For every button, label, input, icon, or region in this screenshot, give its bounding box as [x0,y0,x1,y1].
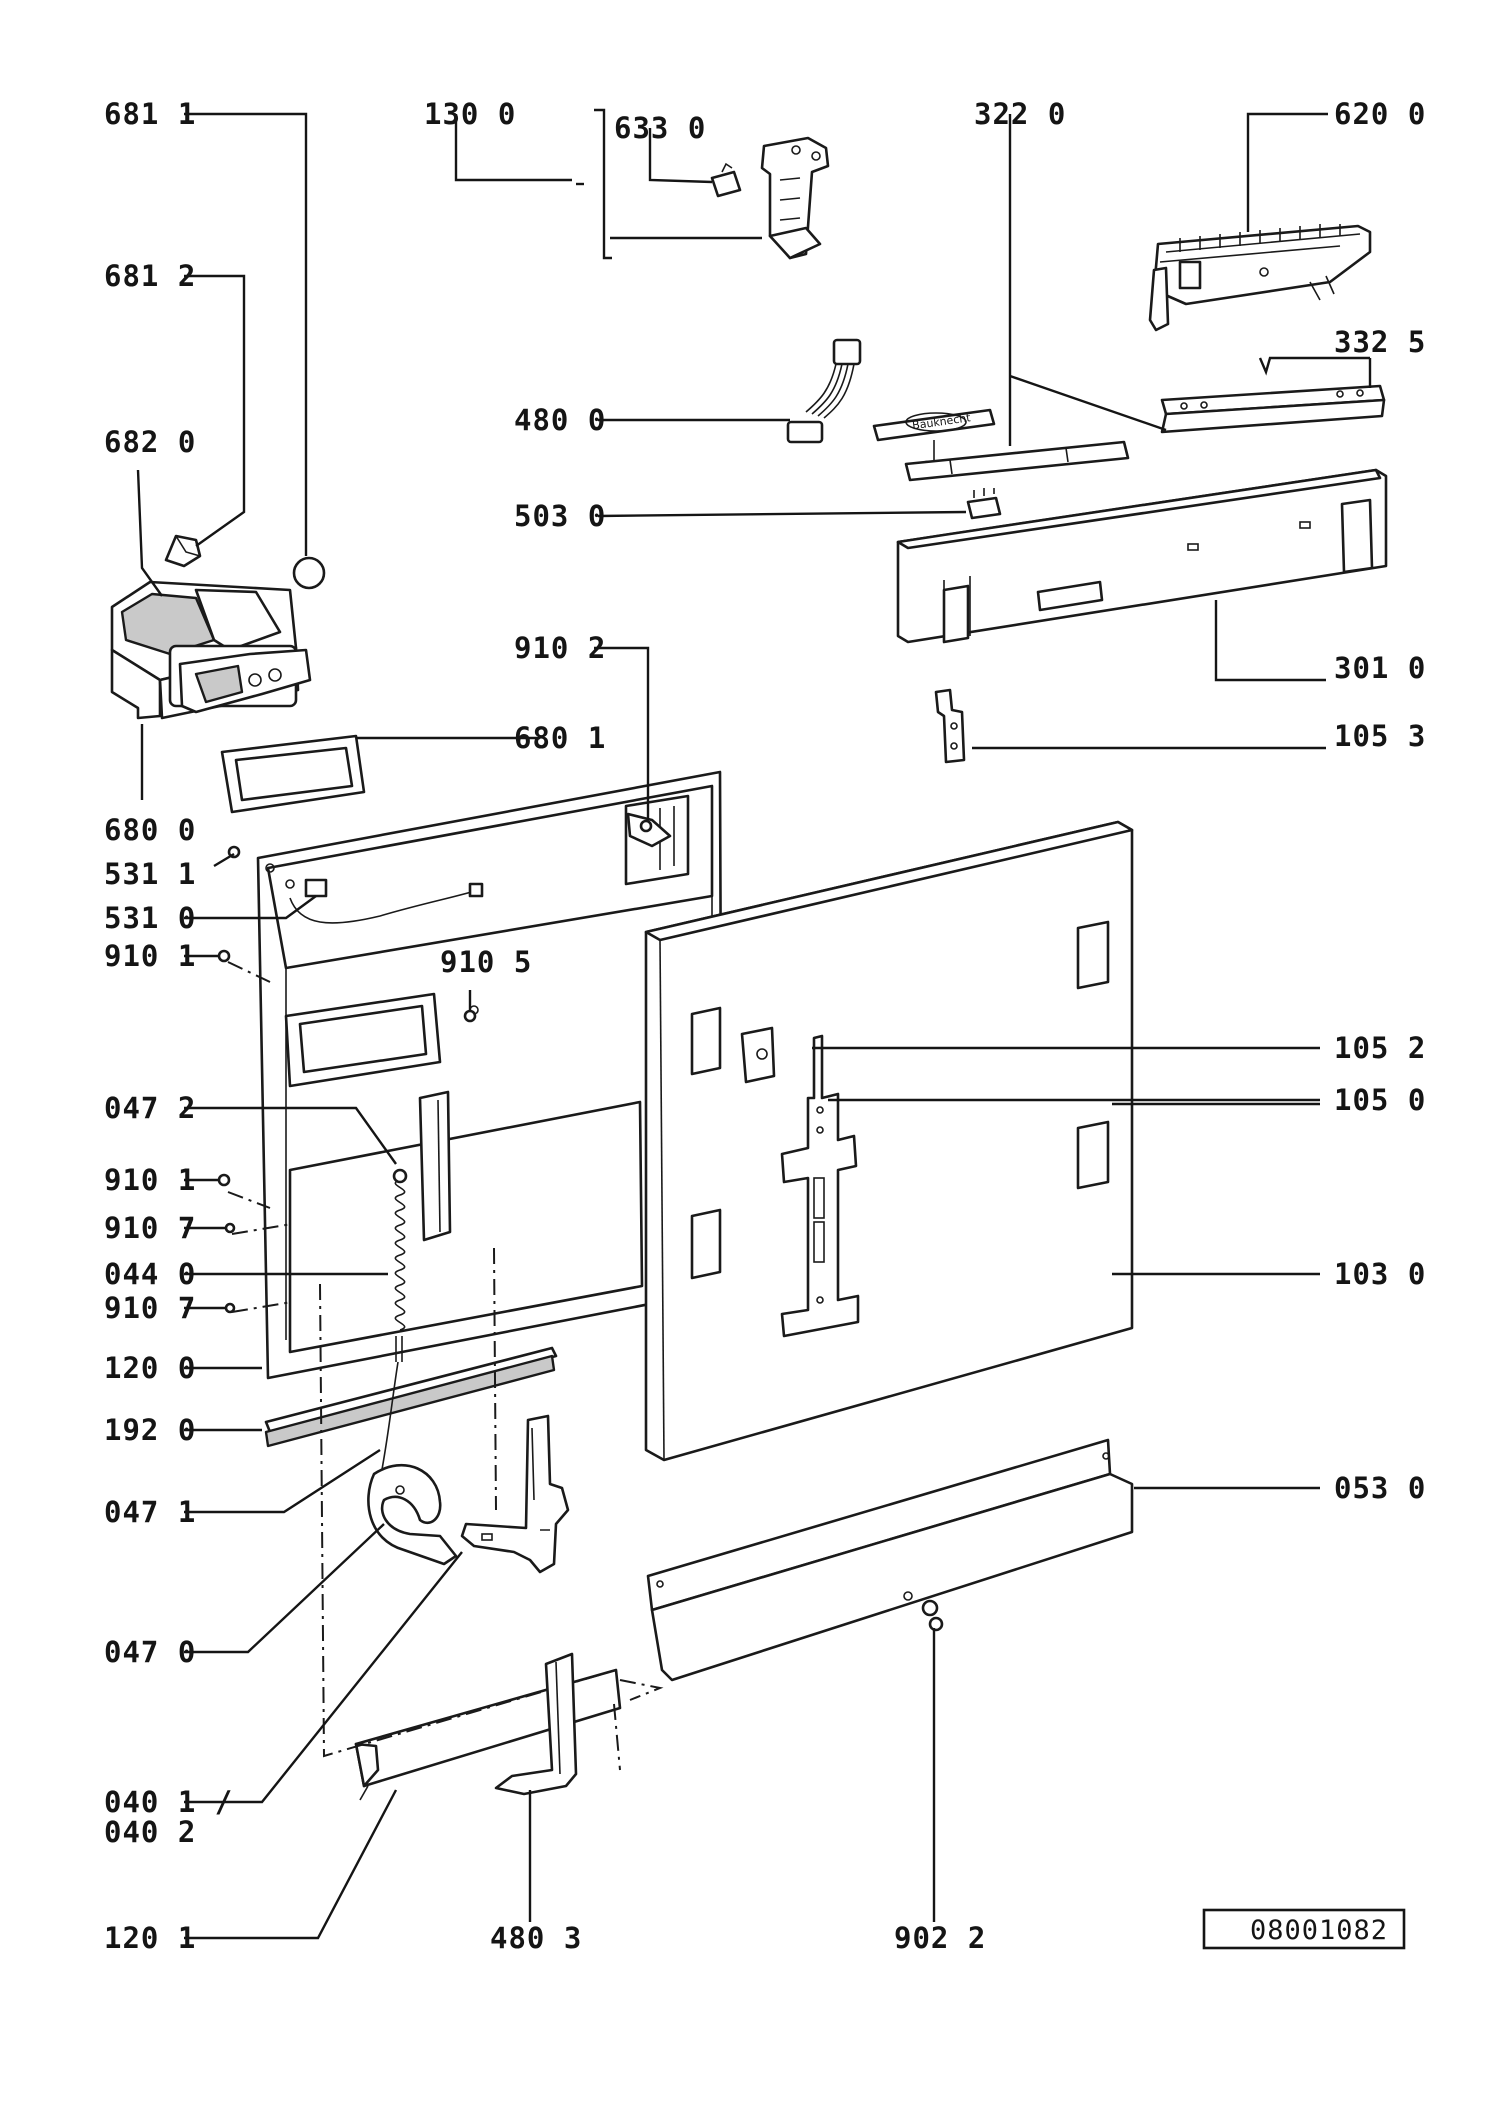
label-480-3: 480 3 [490,1921,582,1955]
label-910-7-b: 910 7 [104,1291,196,1325]
label-682-0: 682 0 [104,425,196,459]
part-105-3-bracket [934,688,966,764]
label-620-0: 620 0 [1334,97,1426,131]
label-910-7-a: 910 7 [104,1211,196,1245]
label-322-0: 322 0 [974,97,1066,131]
part-480-0-wiring-harness [786,338,862,444]
part-902-2-screw [921,1599,944,1632]
part-910-7-screw-a [224,1222,236,1234]
part-040-1-hinge-plate [460,1247,570,1574]
label-105-2: 105 2 [1334,1031,1426,1065]
drawing-number: 08001082 [1250,1915,1388,1946]
label-103-0: 103 0 [1334,1257,1426,1291]
label-120-1: 120 1 [104,1921,196,1955]
label-130-0: 130 0 [424,97,516,131]
label-681-1: 681 1 [104,97,196,131]
part-322-0-label-sticker: Bauknecht [872,408,1130,482]
label-301-0: 301 0 [1334,651,1426,685]
part-332-5-strip [1160,384,1386,434]
part-480-3-bracket [494,1652,578,1796]
label-680-1: 680 1 [514,721,606,755]
part-130-0-hinge-bracket [760,136,830,260]
part-680-1-gasket [220,734,366,814]
label-192-0: 192 0 [104,1413,196,1447]
part-680-0-dispenser [110,580,312,720]
label-681-2: 681 2 [104,259,196,293]
label-053-0: 053 0 [1334,1471,1426,1505]
label-633-0: 633 0 [614,111,706,145]
part-910-1-screw-a [217,949,231,963]
part-047-0-hook [367,1463,458,1566]
label-040-1: 040 1 / [104,1785,233,1819]
part-053-0-kickplate [646,1438,1134,1682]
label-902-2: 902 2 [894,1921,986,1955]
label-531-1: 531 1 [104,857,196,891]
label-480-0: 480 0 [514,403,606,437]
label-047-1: 047 1 [104,1495,196,1529]
drawing-number-box: 08001082 [1202,1908,1406,1950]
label-531-0: 531 0 [104,901,196,935]
part-301-0-control-panel [896,468,1388,644]
part-labels: 681 1 681 2 682 0 680 0 531 1 531 0 910 … [104,97,1426,1955]
part-633-0-microswitch [710,162,742,198]
part-103-0-outer-door [644,820,1134,1462]
part-681-2-clip [164,534,202,568]
leader-ticks [972,600,1326,750]
label-040-2: 040 2 [104,1815,196,1849]
label-910-1-a: 910 1 [104,939,196,973]
part-910-2-screw [639,819,653,833]
part-120-0-inner-door [227,770,724,1380]
part-681-1-cap [292,556,326,590]
leader-lines [136,108,1372,1940]
part-620-0-control-module [1148,224,1372,332]
part-044-0-door-spring [379,1168,408,1481]
part-910-7-screw-b [224,1302,236,1314]
label-910-5: 910 5 [440,945,532,979]
part-910-1-screw-b [217,1173,231,1187]
label-044-0: 044 0 [104,1257,196,1291]
label-680-0: 680 0 [104,813,196,847]
label-047-0: 047 0 [104,1635,196,1669]
part-503-0-connector [966,488,1002,520]
label-105-3: 105 3 [1334,719,1426,753]
label-910-1-b: 910 1 [104,1163,196,1197]
label-120-0: 120 0 [104,1351,196,1385]
label-105-0: 105 0 [1334,1083,1426,1117]
part-910-5-screw [463,1009,477,1023]
label-910-2: 910 2 [514,631,606,665]
part-192-0-rail [264,1346,558,1448]
label-332-5: 332 5 [1334,325,1426,359]
label-503-0: 503 0 [514,499,606,533]
label-047-2: 047 2 [104,1091,196,1125]
